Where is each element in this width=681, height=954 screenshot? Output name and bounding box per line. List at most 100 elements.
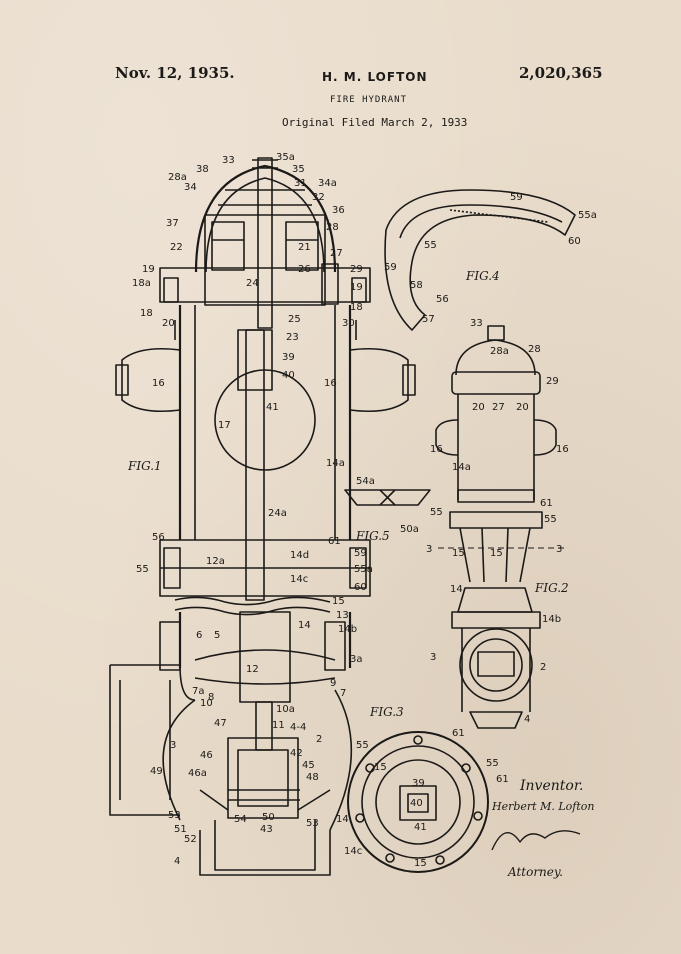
fig1-label: FIG.1 [127,459,162,473]
fig4-label: FIG.4 [465,269,500,283]
fig1-reference-number: 10 [200,698,213,709]
fig1-reference-number: 61 [328,536,341,547]
fig1-reference-number: 43 [260,824,273,835]
fig1-reference-number: 25 [288,314,301,325]
fig4-reference-number: 57 [422,314,435,325]
fig1-reference-number: 41 [266,402,279,413]
fig3-reference-number: 14 [336,814,349,825]
inventor-label: Inventor. [519,778,583,794]
fig2-reference-number: 20 [516,402,529,413]
fig1-reference-number: 28a [168,172,187,183]
fig1-reference-number: 3a [350,654,363,665]
fig1-reference-number: 2 [316,734,322,745]
fig2-reference-number: 15 [490,548,503,559]
fig3-reference-number: 39 [412,778,425,789]
fig1-reference-number: 13 [336,610,349,621]
fig3-reference-number: 40 [410,798,423,809]
fig1-reference-number: 49 [150,766,163,777]
fig1-reference-number: 47 [214,718,227,729]
fig3-reference-number: 61 [452,728,465,739]
fig4-reference-number: 60 [568,236,581,247]
fig2-reference-number: 4 [524,714,530,725]
fig1-reference-number: 15 [332,596,345,607]
fig4-reference-number: 59 [384,262,397,273]
fig1-reference-number: 23 [286,332,299,343]
patent-number: 2,020,365 [519,64,603,82]
fig1-reference-number: 31 [294,178,307,189]
fig3-reference-number: 41 [414,822,427,833]
fig1-reference-number: 4-4 [290,722,306,733]
fig2-reference-number: 29 [546,376,559,387]
fig3-reference-number: 15 [374,762,387,773]
fig1-reference-number: 8 [208,692,214,703]
fig2-reference-number: 14 [450,584,463,595]
fig3-reference-number: 14c [344,846,362,857]
fig1-reference-number: 52 [184,834,197,845]
fig1-reference-number: 60 [354,582,367,593]
fig1-reference-number: 30 [342,318,355,329]
fig1-reference-number: 59 [354,548,367,559]
fig1-reference-number: 4 [174,856,180,867]
fig1-reference-number: 18a [132,278,151,289]
fig1-drawing [109,157,416,876]
fig1-reference-number: 48 [306,772,319,783]
fig1-reference-number: 5 [214,630,220,641]
fig1-reference-number: 16 [324,378,337,389]
fig1-reference-number: 12a [206,556,225,567]
patent-title: FIRE HYDRANT [330,95,408,105]
fig2-reference-number: 16 [430,444,443,455]
fig1-reference-number: 22 [170,242,183,253]
fig1-reference-number: 29 [350,264,363,275]
fig1-reference-number: 14c [290,574,308,585]
fig3-reference-number: 55 [356,740,369,751]
fig2-reference-number: 14a [452,462,471,473]
fig1-reference-number: 10a [276,704,295,715]
fig1-reference-number: 55a [354,564,373,575]
fig1-reference-number: 35 [292,164,305,175]
fig3-reference-number: 55 [486,758,499,769]
fig2-reference-number: 16 [556,444,569,455]
fig3-label: FIG.3 [369,705,404,719]
fig5-drawing [344,489,431,506]
fig1-reference-number: 19 [350,282,363,293]
fig1-reference-number: 53 [168,810,181,821]
inventor-signature: Herbert M. Lofton [491,800,594,813]
fig1-reference-number: 9 [330,678,336,689]
fig1-reference-number: 3 [170,740,176,751]
fig2-reference-number: 3 [426,544,432,555]
fig1-reference-number: 18 [350,302,363,313]
fig2-reference-number: 27 [492,402,505,413]
fig2-reference-number: 61 [540,498,553,509]
fig1-reference-number: 50 [262,812,275,823]
fig5-reference-number: 54a [356,476,375,487]
fig1-reference-number: 42 [290,748,303,759]
fig1-reference-number: 11 [272,720,285,731]
fig1-reference-number: 56 [152,532,165,543]
fig1-reference-number: 34a [318,178,337,189]
fig1-reference-number: 18 [140,308,153,319]
fig1-reference-number: 16 [152,378,165,389]
fig1-reference-number: 17 [218,420,231,431]
fig2-reference-number: 15 [452,548,465,559]
fig1-reference-number: 36 [332,205,345,216]
fig1-reference-number: 32 [312,192,325,203]
fig1-reference-number: 53 [306,818,319,829]
fig1-reference-number: 46a [188,768,207,779]
fig1-reference-number: 7 [340,688,346,699]
patent-date: Nov. 12, 1935. [115,64,235,82]
fig1-reference-number: 24 [246,278,259,289]
fig2-reference-number: 3 [556,544,562,555]
fig2-reference-number: 28 [528,344,541,355]
fig1-reference-number: 21 [298,242,311,253]
fig1-reference-number: 14d [290,550,309,561]
fig4-reference-number: 58 [410,280,423,291]
fig1-reference-number: 34 [184,182,197,193]
fig1-reference-number: 45 [302,760,315,771]
fig3-reference-number: 61 [496,774,509,785]
fig2-drawing [435,325,557,729]
fig2-reference-number: 55 [430,507,443,518]
